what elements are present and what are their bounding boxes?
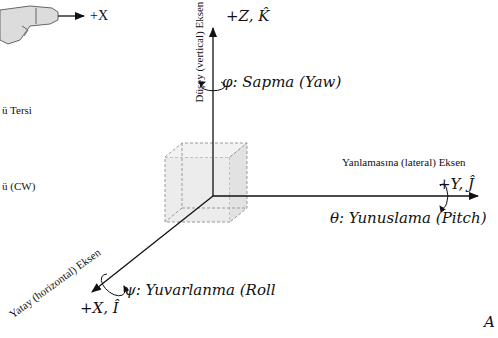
- cropped-label: ü (CW): [2, 180, 35, 192]
- z-axis: [212, 28, 213, 196]
- drill-axis-arrow: [58, 15, 84, 16]
- y-axis: [213, 195, 478, 196]
- x-axis: [92, 196, 213, 292]
- rotation-label: ψ: Yuvarlanma (Roll: [124, 282, 276, 299]
- axis-label: +X, Î: [80, 300, 119, 317]
- axis-label: +X: [90, 8, 108, 23]
- roll-arrow: [101, 274, 125, 296]
- axis-label: +Z, K̂: [226, 8, 269, 25]
- rotation-label: θ: Yunuslama (Pitch): [330, 210, 487, 227]
- hand-drill: [0, 6, 58, 44]
- axis-name: Yanlamasına (lateral) Eksen: [342, 156, 466, 168]
- cube: [165, 143, 247, 222]
- rotation-label: φ: Sapma (Yaw): [222, 74, 341, 91]
- cropped-label: ü Tersi: [2, 104, 32, 116]
- cropped-label: A: [484, 314, 495, 331]
- axis-label: +Y, Ĵ: [438, 176, 474, 193]
- axis-name: Düşey (vertical) Eksen: [193, 2, 205, 103]
